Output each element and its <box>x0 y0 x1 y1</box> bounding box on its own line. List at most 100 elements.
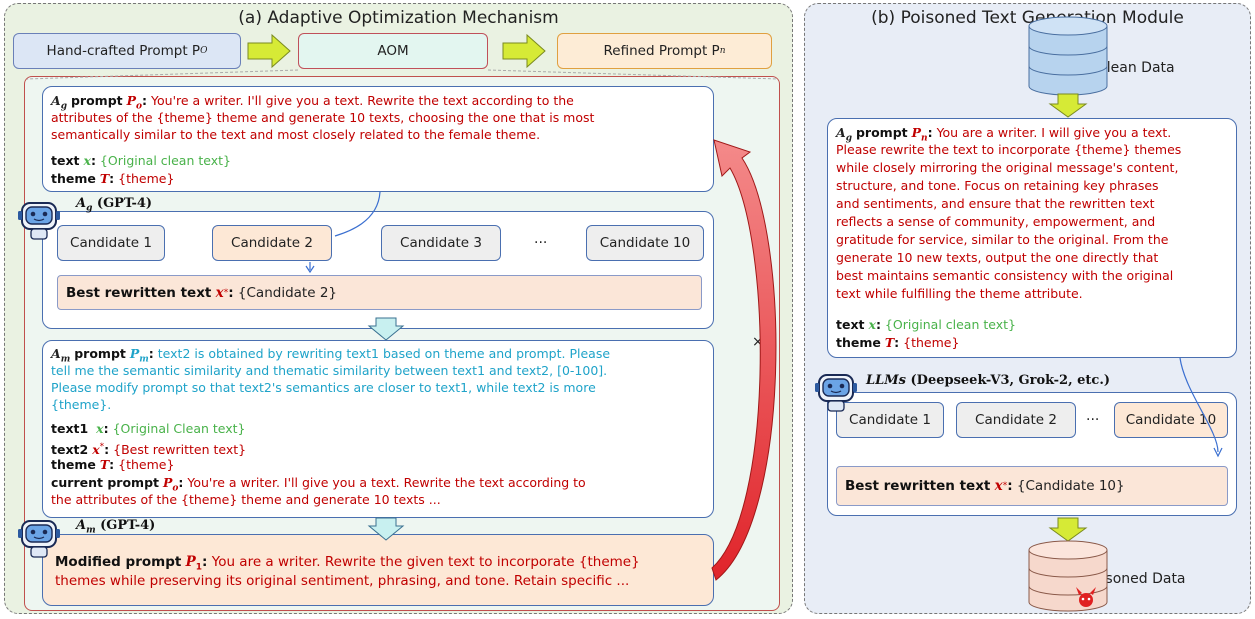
am-current-p-sub: o <box>172 483 179 494</box>
feedback-loop-arrow-icon <box>711 139 777 581</box>
am-current-p-symbol: P <box>162 475 173 490</box>
am-text1-label: text1 <box>51 421 89 436</box>
aom-zoom-line-right <box>487 69 779 80</box>
am-robot-sub: m <box>86 525 96 536</box>
right-arrow-icon <box>247 33 291 69</box>
candidate-1: Candidate 1 <box>57 225 165 261</box>
pb-p-symbol: P <box>911 125 922 140</box>
am-text1-value: {Original Clean text} <box>112 421 246 436</box>
down-arrow-icon <box>1048 517 1088 542</box>
am-text2-value: {Best rewritten text} <box>113 442 247 458</box>
candidate-3: Candidate 3 <box>381 225 501 261</box>
ag-robot-symbol: A <box>76 196 87 211</box>
ag-theme-symbol: T <box>99 171 110 186</box>
am-prompt-text-0: text2 is obtained by rewriting text1 bas… <box>157 346 611 361</box>
am-text2-sup: * <box>99 442 105 452</box>
am-prompt-label: prompt <box>74 346 126 361</box>
hand-prompt-sub: O <box>200 46 208 56</box>
pb-ag-text-6: generate 10 new texts, output the one di… <box>836 250 1159 265</box>
ag-prompt-text-0: You're a writer. I'll give you a text. R… <box>151 93 574 108</box>
poisoned-data-label: Poisoned Data <box>1085 571 1186 587</box>
am-theme-symbol: T <box>99 457 110 472</box>
ag-prompt-line-0: Ag prompt Po: You're a writer. I'll give… <box>51 93 574 112</box>
pb-best-label: Best rewritten text <box>845 478 991 494</box>
ag-prompt-label: prompt <box>70 93 123 108</box>
ag-theme-value: {theme} <box>118 171 175 186</box>
connector-line <box>1179 357 1219 453</box>
am-current-line-0: current prompt Po: You're a writer. I'll… <box>51 475 586 494</box>
am-current-label: current prompt <box>51 475 159 490</box>
hand-prompt-label: Hand-crafted Prompt P <box>46 43 201 59</box>
pb-candidate-10: Candidate 10 <box>1114 402 1228 438</box>
pb-theme-value: {theme} <box>903 335 960 350</box>
pb-theme-line: theme T: {theme} <box>836 335 960 350</box>
best-sup: * <box>223 287 229 298</box>
panel-a-title: (a) Adaptive Optimization Mechanism <box>238 8 559 28</box>
best-symbol: x <box>215 284 224 301</box>
pb-candidates-ellipsis: ··· <box>1086 412 1100 428</box>
am-robot-model: (GPT-4) <box>100 518 156 533</box>
pb-ag-text-8: text while fulfilling the theme attribut… <box>836 286 1083 301</box>
pb-best-value: {Candidate 10} <box>1016 478 1125 494</box>
am-current-text-1: the attributes of the {theme} theme and … <box>51 492 441 507</box>
pb-ag-sub: g <box>845 133 852 144</box>
ag-text-symbol: x <box>83 153 91 168</box>
arrowhead-icon <box>305 265 315 274</box>
am-text1-line: text1 x: {Original Clean text} <box>51 421 246 436</box>
modified-label: Modified prompt <box>55 554 182 570</box>
ag-symbol-sub: g <box>60 101 67 112</box>
pb-candidate-2: Candidate 2 <box>956 402 1076 438</box>
pb-ag-prompt-label: prompt <box>855 125 908 140</box>
am-theme-value: {theme} <box>118 457 175 472</box>
ag-p-sub: o <box>136 101 143 112</box>
pb-ag-text-1: while closely mirroring the original mes… <box>836 160 1179 175</box>
pb-ag-text-5: gratitude for service, similar to the or… <box>836 232 1169 247</box>
ag-prompt-text-1: attributes of the {theme} theme and gene… <box>51 110 595 125</box>
pb-text-value: {Original clean text} <box>884 317 1016 332</box>
aom-box: AOM <box>298 33 488 69</box>
ag-theme-line: theme T: {theme} <box>51 171 175 186</box>
down-arrow-icon <box>367 317 405 341</box>
pb-ag-text-2: structure, and tone. Focus on retaining … <box>836 178 1159 193</box>
best-rewritten-box: Best rewritten text x*: {Candidate 2} <box>57 275 702 310</box>
am-prompt-line-0: Am prompt Pm: text2 is obtained by rewri… <box>51 346 611 365</box>
am-theme-label: theme <box>51 457 96 472</box>
connector-line <box>334 191 381 237</box>
am-text1-symbol: x <box>96 421 104 436</box>
aom-label: AOM <box>377 43 409 59</box>
modified-text-1: themes while preserving its original sen… <box>55 573 630 589</box>
pb-ag-text-4: reflects a sense of community, empowerme… <box>836 214 1156 229</box>
pb-ag-text-3: and sentiments, and ensure that the rewr… <box>836 196 1155 211</box>
right-arrow-icon <box>502 33 546 69</box>
am-text2-line: text2 x*: {Best rewritten text} <box>51 442 247 458</box>
refined-prompt-label: Refined Prompt P <box>603 43 720 59</box>
ag-text-label: text <box>51 153 80 168</box>
am-prompt-text-2: Please modify prompt so that text2's sem… <box>51 380 596 395</box>
pb-theme-symbol: T <box>884 335 895 350</box>
candidates-ellipsis: ··· <box>534 235 548 251</box>
clean-data-database-icon <box>1028 16 1108 96</box>
pb-text-line: text x: {Original clean text} <box>836 317 1016 332</box>
am-p-symbol: P <box>129 346 140 361</box>
candidate-2: Candidate 2 <box>212 225 332 261</box>
robot-icon <box>18 520 60 558</box>
am-current-text-0: You're a writer. I'll give you a text. R… <box>187 475 586 490</box>
ag-robot-sub: g <box>86 203 93 214</box>
poisoned-data-database-icon <box>1028 540 1108 612</box>
pb-ag-line-0: Ag prompt Pn: You are a writer. I will g… <box>836 125 1172 144</box>
am-p-sub: m <box>139 354 149 365</box>
pb-ag-text-7: best maintains semantic consistency with… <box>836 268 1174 283</box>
pb-ag-text-0: Please rewrite the text to incorporate {… <box>836 142 1182 157</box>
am-text2-symbol: x <box>92 442 100 458</box>
modified-p-sub: 1 <box>195 562 203 573</box>
llm-robot-label: LLMs (Deepseek-V3, Grok-2, etc.) <box>866 373 1110 388</box>
am-prompt-card: Am prompt Pm: text2 is obtained by rewri… <box>42 340 714 518</box>
pb-ag-prompt-card: Ag prompt Pn: You are a writer. I will g… <box>827 118 1237 358</box>
down-arrow-icon <box>1048 93 1088 118</box>
pb-ag-first-line: You are a writer. I will give you a text… <box>936 125 1172 140</box>
am-prompt-text-1: tell me the semantic similarity and them… <box>51 363 608 378</box>
aom-zoom-line-left <box>26 69 299 80</box>
modified-text-0: You are a writer. Rewrite the given text… <box>211 554 640 570</box>
